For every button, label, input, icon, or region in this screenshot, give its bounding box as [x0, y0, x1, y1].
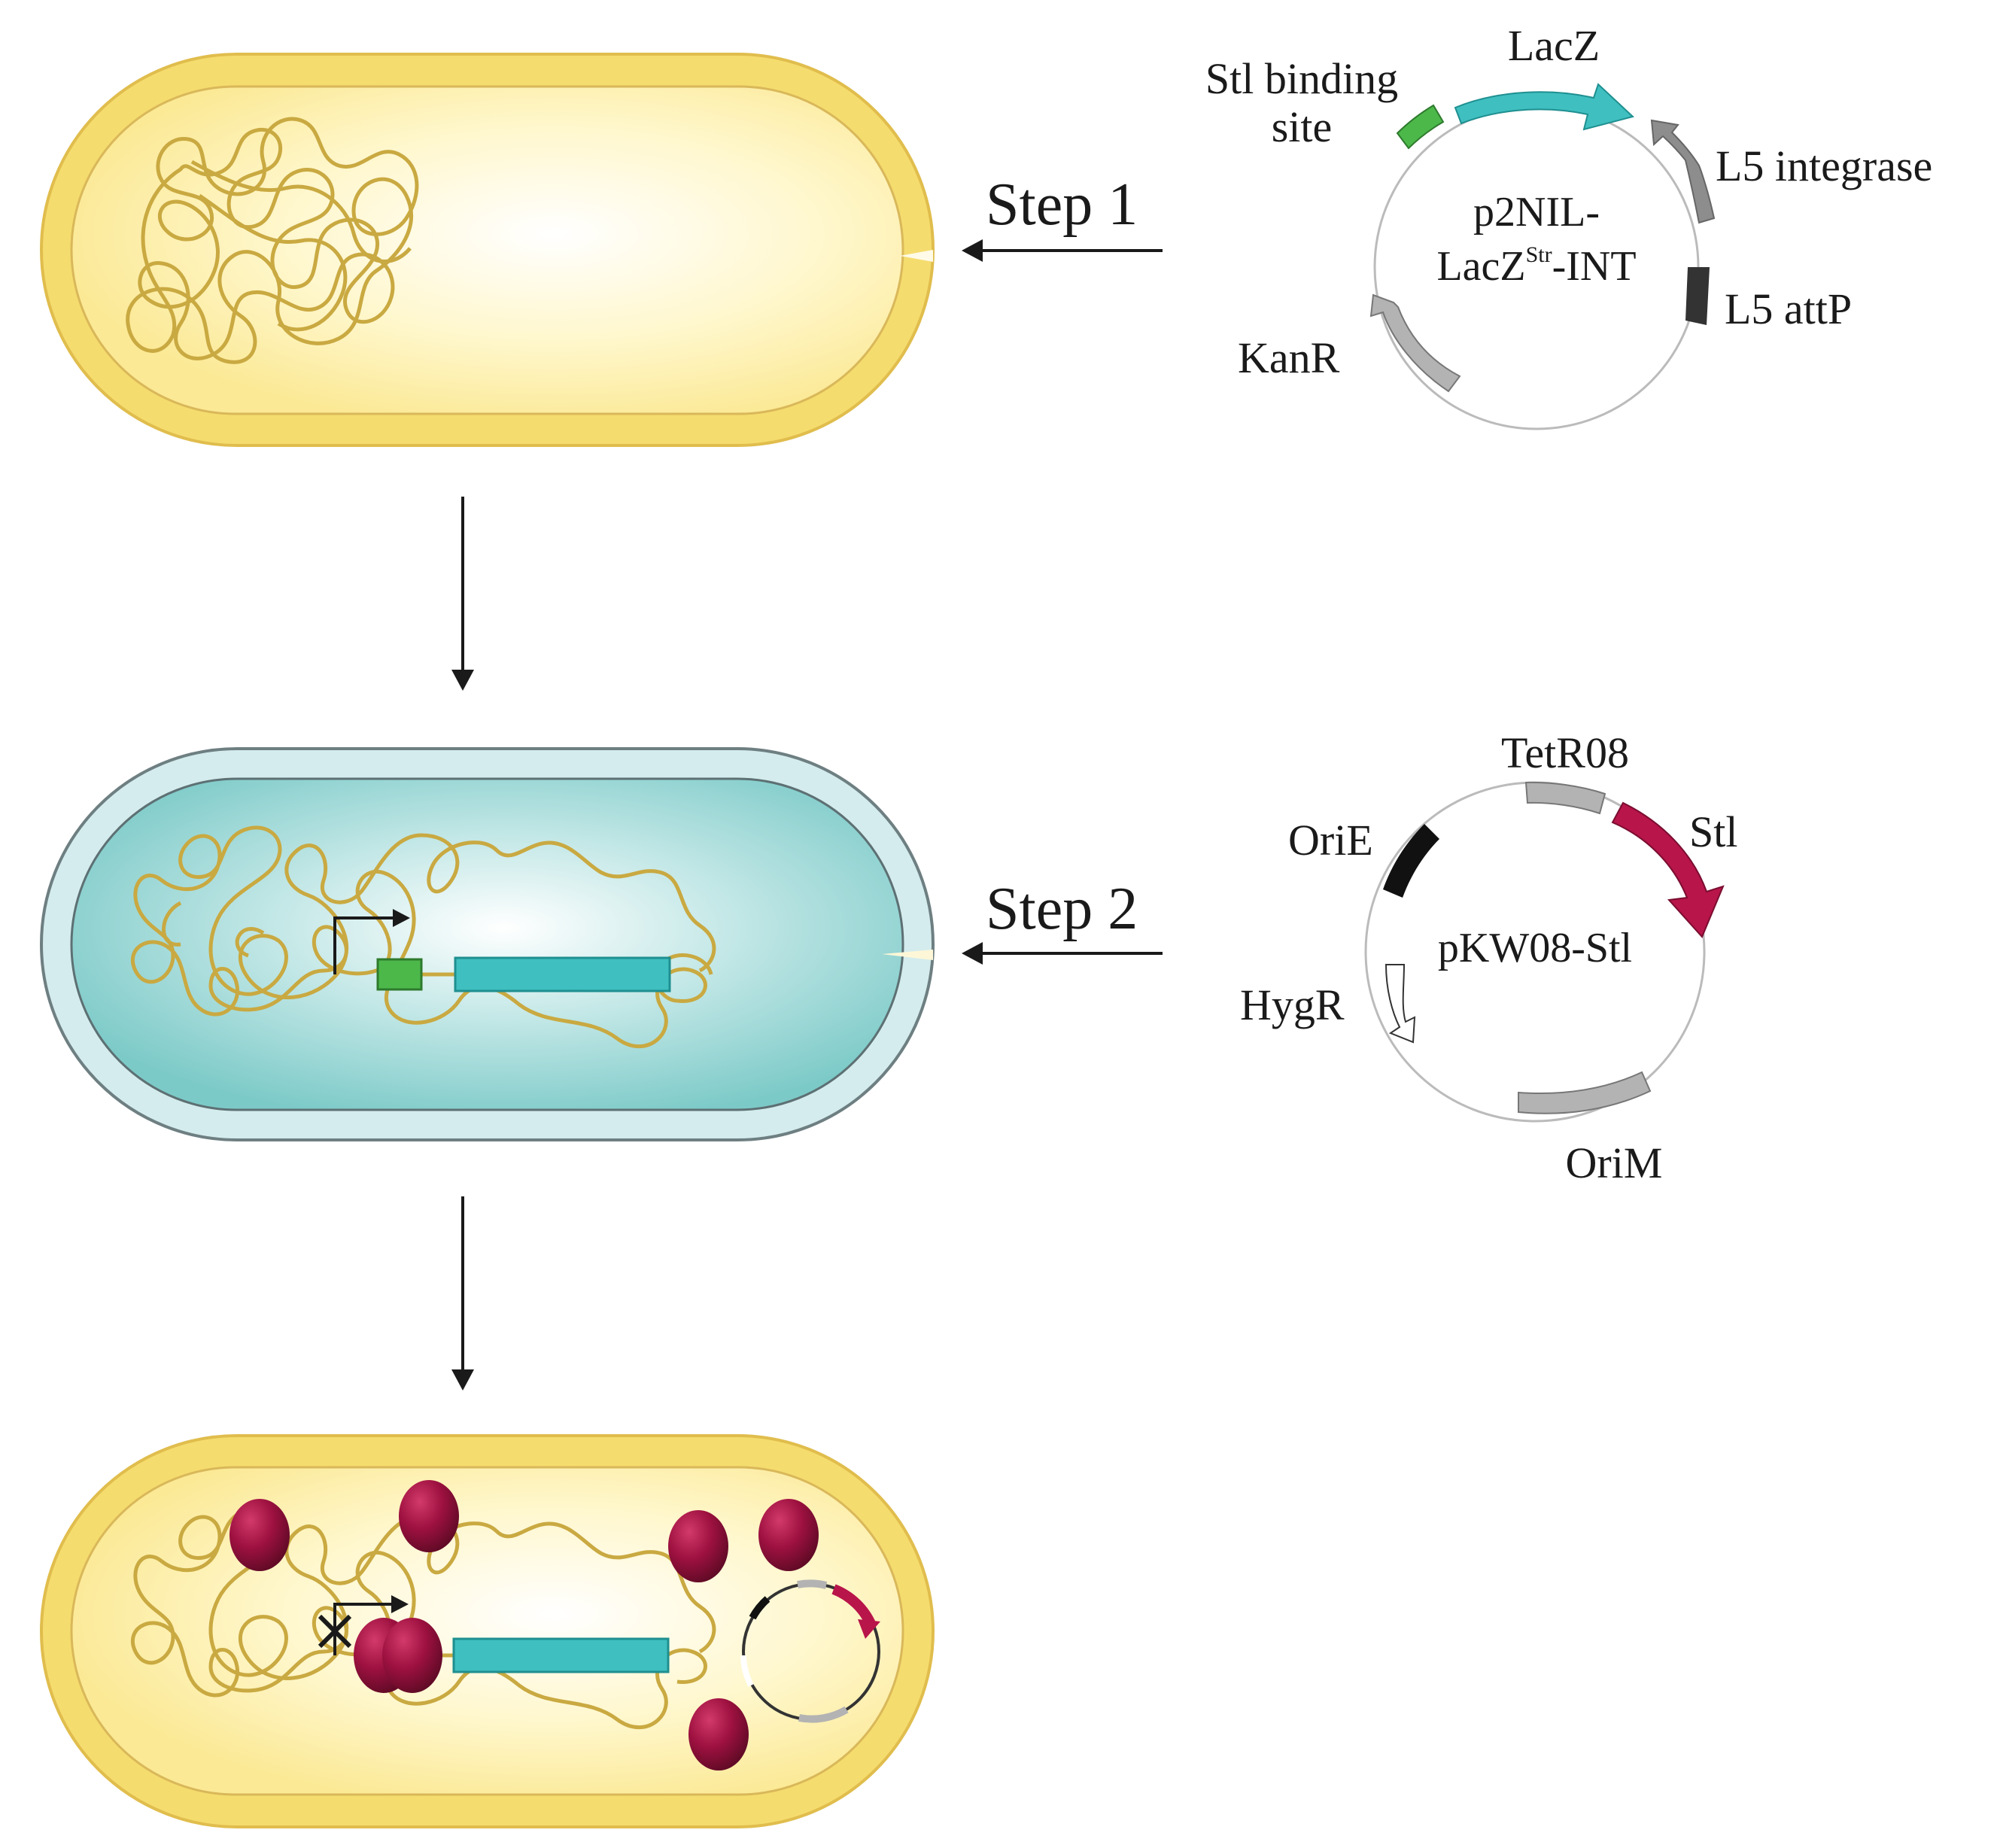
plasmid-1-name-line1: p2NIL- — [1473, 189, 1600, 236]
plasmid-2-name: pKW08-Stl — [1438, 925, 1632, 971]
plasmid-1: p2NIL- LacZStr-INT Stl binding site LacZ… — [1205, 21, 1932, 430]
stl-protein-free-3 — [668, 1510, 728, 1582]
cell-middle-dna — [130, 825, 716, 1049]
cell-top-pore — [900, 250, 933, 262]
promoter-arrowhead-middle — [393, 909, 410, 927]
orim-feature — [1518, 1071, 1652, 1114]
l5-integrase-feature — [1650, 119, 1716, 224]
stl-binding-site-feature — [1396, 104, 1445, 150]
orie-label: OriE — [1288, 816, 1373, 865]
l5-attp-feature — [1685, 267, 1710, 325]
cell-middle-pore — [882, 950, 933, 960]
step-2: Step 2 — [962, 876, 1163, 965]
stl-protein-free-5 — [688, 1698, 749, 1770]
block-x-icon — [318, 1614, 352, 1649]
cell-middle-cytoplasm — [70, 777, 904, 1111]
stl-protein-free-4 — [758, 1499, 819, 1571]
down-arrow-1 — [451, 497, 474, 691]
hygr-label: HygR — [1240, 980, 1345, 1029]
kanr-feature — [1369, 293, 1461, 393]
mini-plasmid — [740, 1579, 880, 1723]
orie-feature — [1383, 824, 1439, 898]
stl-feature — [1611, 801, 1725, 938]
cell-top-cytoplasm — [70, 85, 904, 415]
cell-top-dna-extra — [190, 160, 412, 332]
plasmid-1-name-line2: LacZStr-INT — [1436, 242, 1636, 290]
kanr-label: KanR — [1238, 333, 1340, 382]
stl-binding-site-label-line2: site — [1272, 102, 1333, 151]
cell-top — [40, 53, 935, 447]
plasmid-1-backbone — [1373, 104, 1700, 430]
promoter-arrow-bottom — [333, 1603, 397, 1655]
step-2-arrowhead — [962, 942, 983, 965]
step-1: Step 1 — [962, 172, 1163, 262]
stl-binding-site-label-line1: Stl binding — [1205, 54, 1398, 103]
promoter-arrow-middle — [333, 916, 399, 974]
cell-bottom — [40, 1434, 935, 1828]
stl-binding-site-box-middle — [376, 958, 423, 991]
hygr-feature — [1385, 964, 1416, 1044]
orim-label: OriM — [1566, 1138, 1663, 1187]
step-2-label: Step 2 — [986, 876, 1138, 942]
step-1-label: Step 1 — [986, 172, 1138, 238]
stl-label: Stl — [1689, 807, 1738, 856]
plasmid-2: pKW08-Stl TetR08 Stl OriE HygR OriM — [1240, 728, 1738, 1187]
stl-protein-free-2 — [399, 1480, 459, 1552]
lacz-gene-box-middle — [454, 956, 671, 992]
promoter-arrowhead-bottom — [391, 1595, 409, 1613]
tetr08-feature — [1524, 781, 1606, 815]
lacz-gene-box-bottom — [452, 1637, 670, 1673]
l5-attp-label: L5 attP — [1725, 284, 1852, 333]
stl-protein-bound-right — [382, 1618, 442, 1693]
down-arrow-2 — [451, 1196, 474, 1391]
stl-protein-free-1 — [229, 1499, 290, 1571]
cell-middle — [40, 747, 935, 1141]
lacz-feature — [1454, 83, 1635, 131]
l5-integrase-label: L5 integrase — [1716, 141, 1932, 190]
lacz-label: LacZ — [1508, 21, 1600, 70]
tetr08-label: TetR08 — [1501, 728, 1629, 777]
step-1-arrowhead — [962, 239, 983, 262]
